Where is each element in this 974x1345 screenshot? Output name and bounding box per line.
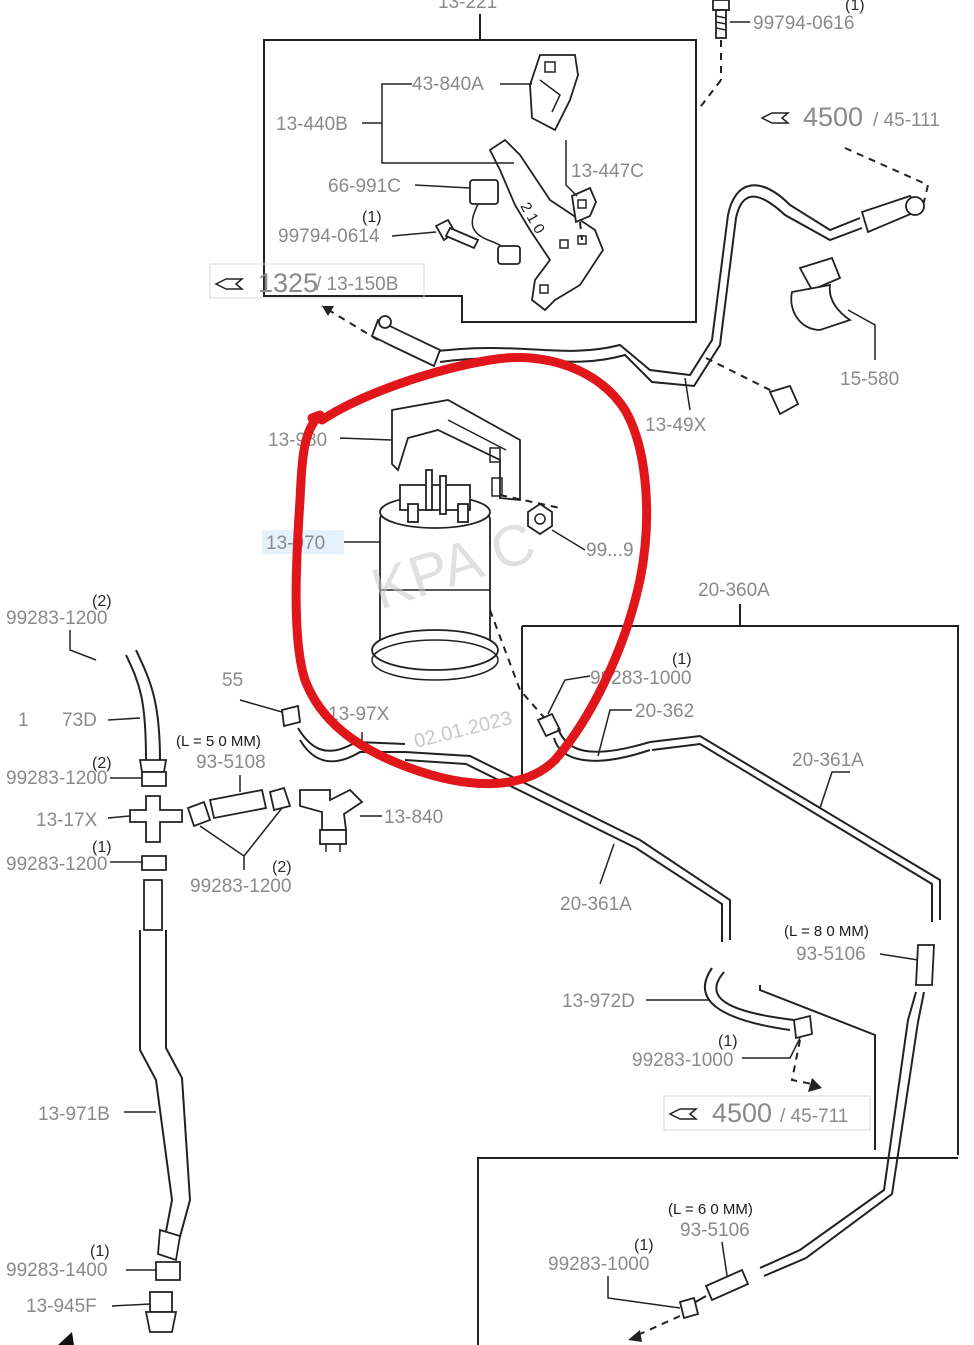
qty-99283-1200-c: (1): [92, 839, 112, 856]
clamp-99283-1000-b-icon: [793, 1014, 813, 1040]
qty-99283-1000-b: (1): [718, 1033, 738, 1050]
top-bracket-group-frame: [263, 14, 697, 323]
reference-1325-13-150B: 1325 / 13-150B: [209, 263, 425, 299]
pointing-hand-icon: [214, 278, 245, 290]
label-20-361A-mid: 20-361A: [560, 894, 632, 915]
label-73D: 73D: [62, 710, 97, 731]
grommet-icon: [768, 384, 800, 416]
valve-13-840-icon: [299, 788, 364, 852]
label-20-362: 20-362: [635, 701, 694, 722]
label-len-80: (L = 8 0 MM): [784, 923, 869, 940]
ref-45-111: / 45-111: [873, 110, 940, 131]
ref-4500-b: 4500: [712, 1098, 772, 1128]
qty-99283-1200-d: (2): [272, 859, 292, 876]
clamp-small-icon: [281, 704, 301, 728]
label-99283-1200-b: 99283-1200: [6, 768, 107, 789]
label-99283-1200-c: 99283-1200: [6, 854, 107, 875]
clip-13-447C-icon: [571, 186, 597, 224]
clamp-15-580-icon: [790, 256, 853, 331]
ref-1325: 1325: [258, 268, 318, 298]
qty-99283-1000-c: (1): [634, 1237, 654, 1254]
qty-99794-0614: (1): [362, 209, 382, 226]
bolt-99794-0614-icon: [434, 218, 480, 250]
label-13-17X: 13-17X: [36, 810, 98, 831]
label-99283-1000: 99283-1000: [590, 668, 691, 689]
label-13-945F: 13-945F: [26, 1296, 97, 1317]
label-13-440B: 13-440B: [276, 114, 348, 135]
hose-73D: [135, 649, 161, 761]
label-13-447C: 13-447C: [571, 161, 644, 182]
clamp-99283-1000-icon: [536, 712, 562, 738]
clamp-99283-1000-c-icon: [678, 1296, 700, 1320]
reference-4500-45-111: 4500 / 45-111: [760, 102, 940, 132]
label-99794-0614: 99794-0614: [278, 226, 380, 247]
label-99283-1000-b: 99283-1000: [632, 1050, 733, 1071]
hose-13-97X: [299, 739, 405, 763]
clamp-small-c-icon: [268, 786, 292, 812]
clamp-small-b-icon: [186, 800, 212, 828]
hose-20-362: [553, 737, 651, 762]
label-len-50: (L = 5 0 MM): [176, 733, 261, 750]
bracket-43-840A-icon: [529, 54, 579, 132]
label-93-5106-b: 93-5106: [680, 1220, 750, 1241]
tee-13-17X-icon: [129, 795, 183, 843]
label-66-991C: 66-991C: [328, 176, 401, 197]
label-99283-1400: 99283-1400: [6, 1260, 107, 1281]
label-13-97X: 13-97X: [328, 704, 390, 725]
label-nut-partial: 99...9: [586, 540, 634, 561]
qty-99794-0616: (1): [845, 0, 865, 14]
watermark-date: 02.01.2023: [412, 707, 514, 753]
label-99283-1200-d: 99283-1200: [190, 876, 291, 897]
label-left-num: 1: [18, 710, 29, 731]
canister-bracket-13-980-icon: [391, 399, 521, 501]
tube-20-361A-mid: [404, 751, 731, 940]
pointing-hand-icon: [760, 112, 791, 124]
label-20-360A: 20-360A: [698, 580, 770, 601]
label-13-221: 13-221: [438, 0, 497, 13]
ref-45-711: / 45-711: [780, 1106, 848, 1127]
ref-13-150B: / 13-150B: [316, 274, 398, 295]
qty-99283-1200-top: (2): [92, 593, 112, 610]
label-55: 55: [222, 670, 243, 691]
qty-99283-1200-b: (2): [92, 755, 112, 772]
hose-13-971B: [139, 930, 174, 1243]
label-43-840A: 43-840A: [412, 74, 484, 95]
reference-4500-45-711: 4500 / 45-711: [663, 1095, 871, 1131]
ref-4500-a: 4500: [803, 102, 863, 132]
clamp-99283-1200-b-icon: [141, 771, 167, 787]
hose-13-972D: [703, 967, 791, 1031]
label-93-5106-a: 93-5106: [796, 944, 866, 965]
label-15-580: 15-580: [840, 369, 899, 390]
label-99283-1200-top: 99283-1200: [6, 608, 107, 629]
label-13-972D: 13-972D: [562, 991, 635, 1012]
evap-canister-13-970-icon: [371, 469, 499, 681]
qty-99283-1400: (1): [90, 1243, 110, 1260]
label-13-971B: 13-971B: [38, 1104, 110, 1125]
label-93-5108: 93-5108: [196, 752, 266, 773]
hose-93-5106-b-icon: [704, 1268, 750, 1302]
clamp-99283-1400-icon: [155, 1261, 181, 1281]
qty-99283-1000: (1): [672, 651, 692, 668]
hose-93-5106-a-icon: [915, 944, 935, 986]
nut-icon: [527, 502, 553, 536]
label-99283-1000-c: 99283-1000: [548, 1254, 649, 1275]
clamp-99283-1200-c-icon: [141, 855, 167, 871]
bolt-99794-0616-icon: [712, 0, 730, 39]
sensor-66-991C-icon: [469, 179, 521, 265]
label-13-980: 13-980: [268, 430, 327, 451]
frame-20-360A: [521, 604, 959, 1155]
label-13-49X: 13-49X: [645, 415, 707, 436]
highlight-circle: [291, 352, 652, 789]
pointing-hand-icon: [668, 1108, 699, 1120]
label-len-60: (L = 6 0 MM): [668, 1201, 753, 1218]
frame-lower-right: [477, 1157, 958, 1345]
fitting-13-945F-icon: [144, 1291, 178, 1333]
label-20-361A-right: 20-361A: [792, 750, 864, 771]
hose-93-5108-icon: [208, 788, 268, 820]
label-99794-0616: 99794-0616: [753, 13, 854, 34]
fuel-line-13-49X: [370, 184, 925, 388]
label-13-840: 13-840: [384, 807, 443, 828]
